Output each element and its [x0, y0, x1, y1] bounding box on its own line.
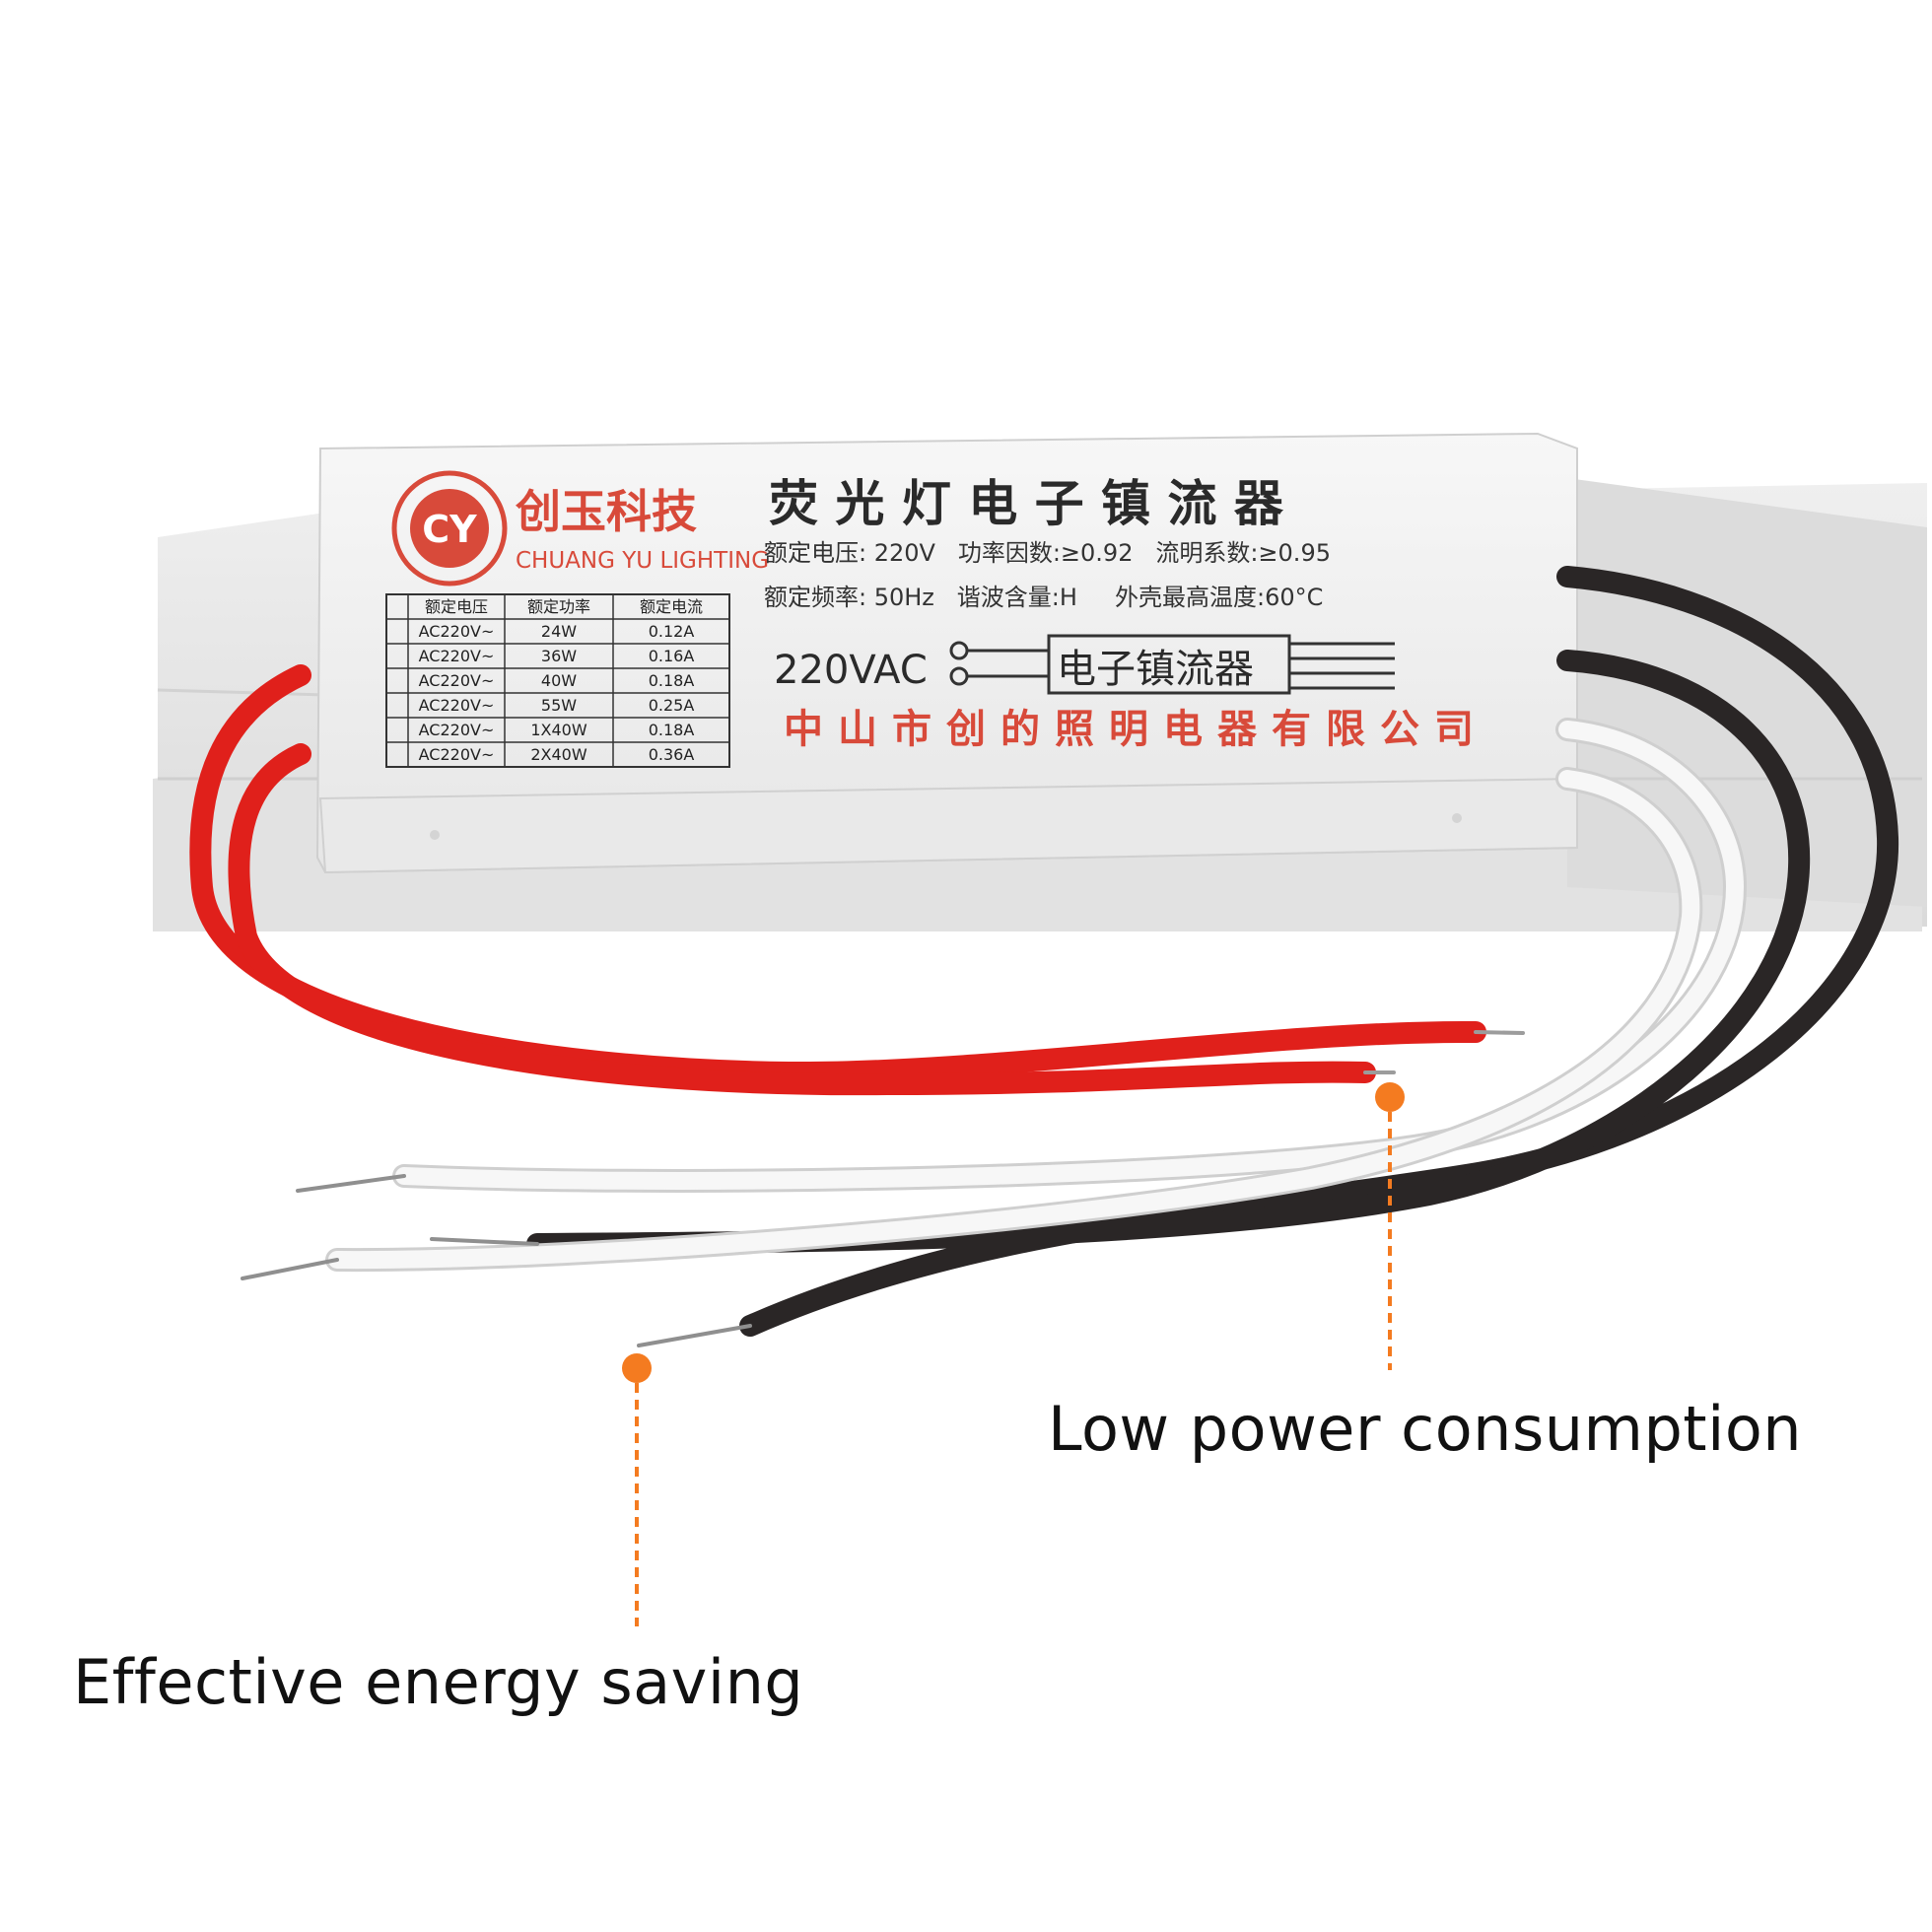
- table-cell: AC220V~: [419, 622, 495, 641]
- voltage-label: 220VAC: [774, 648, 928, 693]
- logo-initials: CY: [422, 508, 477, 551]
- schematic-diagram: [949, 634, 1395, 695]
- callout-marker-energy-saving: [622, 1353, 652, 1626]
- callout-low-power-consumption: Low power consumption: [1048, 1393, 1803, 1465]
- table-cell: AC220V~: [419, 696, 495, 715]
- product-title-cn: 荧 光 灯 电 子 镇 流 器: [769, 475, 1284, 532]
- table-cell: 0.16A: [649, 647, 695, 665]
- company-name-cn: 中山市创的照明电器有限公司: [784, 707, 1488, 752]
- table-cell: 24W: [541, 622, 577, 641]
- schematic-label: 电子镇流器: [1057, 647, 1254, 692]
- red-wires: [189, 664, 1525, 1096]
- table-header: 额定电流: [640, 597, 703, 616]
- table-cell: 0.18A: [649, 671, 695, 690]
- table-cell: AC220V~: [419, 671, 495, 690]
- table-header: 额定功率: [527, 597, 590, 616]
- brand-logo: CY: [391, 470, 508, 586]
- brand-name-en: CHUANG YU LIGHTING: [516, 548, 769, 574]
- brand-name-cn: 创玉科技: [516, 485, 697, 538]
- table-cell: 55W: [541, 696, 577, 715]
- table-cell: AC220V~: [419, 721, 495, 739]
- table-cell: 36W: [541, 647, 577, 665]
- spec-line-1: 额定电压: 220V 功率因数:≥0.92 流明系数:≥0.95: [764, 539, 1331, 567]
- table-cell: 1X40W: [530, 721, 587, 739]
- callout-marker-low-power: [1375, 1082, 1405, 1370]
- red-wire-2: [228, 743, 1376, 1096]
- table-cell: 0.25A: [649, 696, 695, 715]
- table-header: 额定电压: [425, 597, 488, 616]
- callout-effective-energy-saving: Effective energy saving: [73, 1646, 804, 1718]
- table-cell: AC220V~: [419, 745, 495, 764]
- spec-line-2: 额定频率: 50Hz 谐波含量:H 外壳最高温度:60°C: [764, 584, 1323, 611]
- output-wires: [241, 566, 1899, 1347]
- table-cell: 2X40W: [530, 745, 587, 764]
- table-cell: 40W: [541, 671, 577, 690]
- ratings-table: 额定电压 额定功率 额定电流 AC220V~ 24W 0.12A AC220V~ 36W 0.1…: [385, 593, 730, 768]
- table-cell: AC220V~: [419, 647, 495, 665]
- table-cell: 0.36A: [649, 745, 695, 764]
- table-cell: 0.18A: [649, 721, 695, 739]
- table-cell: 0.12A: [649, 622, 695, 641]
- ballast-box: [315, 432, 1578, 874]
